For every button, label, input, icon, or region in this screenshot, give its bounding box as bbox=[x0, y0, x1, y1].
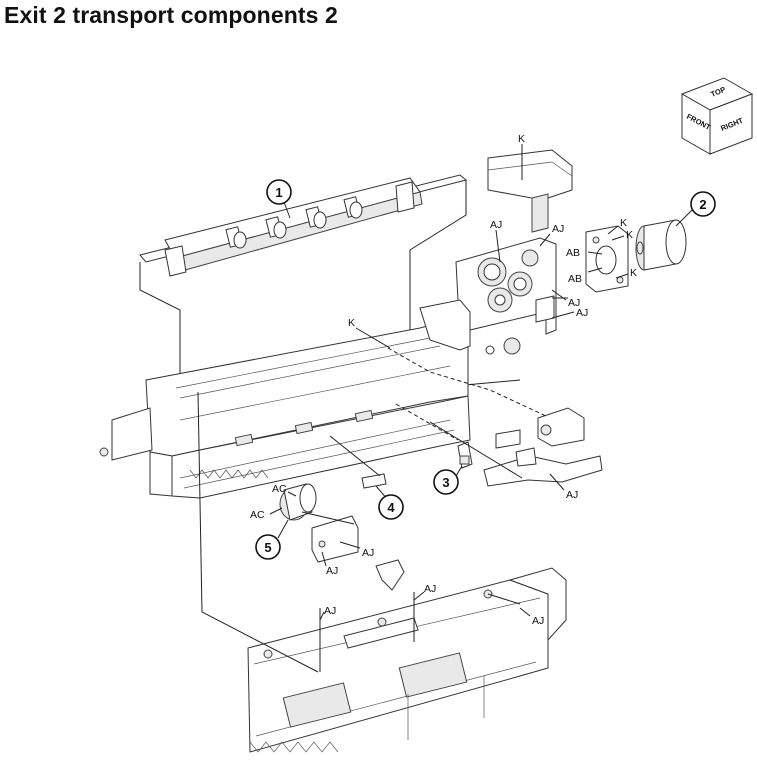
label-aj-cover-3: AJ bbox=[532, 615, 544, 627]
right-drive-parts bbox=[483, 337, 603, 487]
part-1-roller-shaft bbox=[139, 174, 468, 277]
label-ac-2: AC bbox=[250, 509, 265, 521]
top-bracket bbox=[487, 149, 573, 233]
label-aj-gear-right: AJ bbox=[552, 223, 564, 235]
callout-1-number: 1 bbox=[275, 185, 282, 200]
part-2-motor bbox=[635, 219, 687, 271]
callout-1[interactable]: 1 bbox=[266, 179, 292, 205]
label-aj-plate: AJ bbox=[568, 297, 580, 309]
label-k-motor-2: K bbox=[626, 229, 633, 241]
label-ab-1: AB bbox=[566, 247, 580, 259]
callout-3[interactable]: 3 bbox=[433, 469, 459, 495]
main-frame bbox=[99, 299, 471, 499]
callout-5-number: 5 bbox=[264, 540, 271, 555]
label-aj-cover-1: AJ bbox=[324, 605, 336, 617]
callout-2[interactable]: 2 bbox=[690, 191, 716, 217]
bottom-cover bbox=[247, 567, 567, 753]
callout-4-number: 4 bbox=[387, 500, 395, 515]
label-k-motor-3: K bbox=[630, 267, 637, 279]
part-5-bracket bbox=[311, 515, 405, 591]
callout-5[interactable]: 5 bbox=[255, 534, 281, 560]
page-title: Exit 2 transport components 2 bbox=[4, 2, 338, 28]
label-aj-right-assy: AJ bbox=[566, 489, 578, 501]
callout-2-number: 2 bbox=[699, 197, 706, 212]
motor-mount-plate bbox=[585, 225, 629, 293]
label-ab-2: AB bbox=[568, 273, 582, 285]
label-aj-motor5-1: AJ bbox=[362, 547, 374, 559]
part-4-bracket bbox=[361, 473, 387, 489]
label-k-mid: K bbox=[348, 317, 355, 329]
label-aj-gear-left: AJ bbox=[490, 219, 502, 231]
label-k-motor-1: K bbox=[620, 217, 627, 229]
label-k-top: K bbox=[518, 133, 525, 145]
gear-plate-assembly bbox=[455, 237, 557, 335]
label-aj-bracket: AJ bbox=[576, 307, 588, 319]
callout-3-number: 3 bbox=[442, 475, 449, 490]
label-aj-cover-2: AJ bbox=[424, 583, 436, 595]
orientation-cube-icon: TOP FRONT RIGHT bbox=[680, 77, 754, 155]
label-aj-motor5-2: AJ bbox=[326, 565, 338, 577]
callout-4[interactable]: 4 bbox=[378, 494, 404, 520]
label-ac-1: AC bbox=[272, 483, 287, 495]
